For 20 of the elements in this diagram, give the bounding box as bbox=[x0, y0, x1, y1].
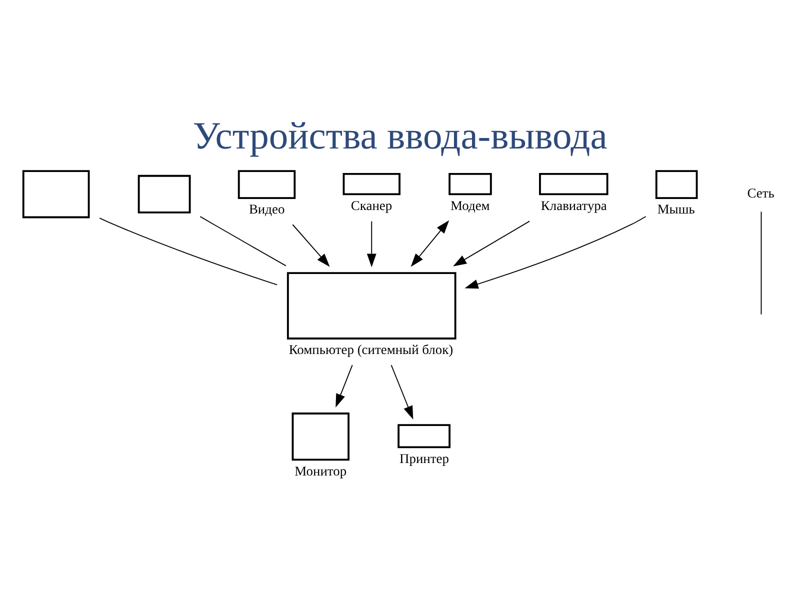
node-label: Компьютер (ситемный блок) bbox=[288, 342, 454, 358]
node-label: Принтер bbox=[400, 450, 449, 466]
arrow bbox=[366, 220, 376, 268]
arrow bbox=[410, 220, 450, 267]
node-text: Сеть bbox=[747, 186, 774, 201]
node-label: Мышь bbox=[657, 202, 695, 217]
diagram-title: Устройства ввода-вывода bbox=[192, 115, 608, 158]
node-label: Монитор bbox=[294, 463, 347, 478]
arrow bbox=[292, 224, 330, 267]
arrow bbox=[336, 364, 353, 408]
node-label: Видео bbox=[248, 202, 285, 217]
arrow bbox=[453, 220, 530, 266]
node-label: Модем bbox=[450, 198, 490, 213]
node-label: Сканер bbox=[350, 198, 392, 213]
connector bbox=[760, 211, 762, 315]
arrow bbox=[390, 364, 414, 420]
connector bbox=[200, 216, 286, 266]
node-label: Клавиатура bbox=[540, 198, 607, 213]
connector bbox=[99, 218, 278, 286]
arrow bbox=[464, 216, 646, 289]
